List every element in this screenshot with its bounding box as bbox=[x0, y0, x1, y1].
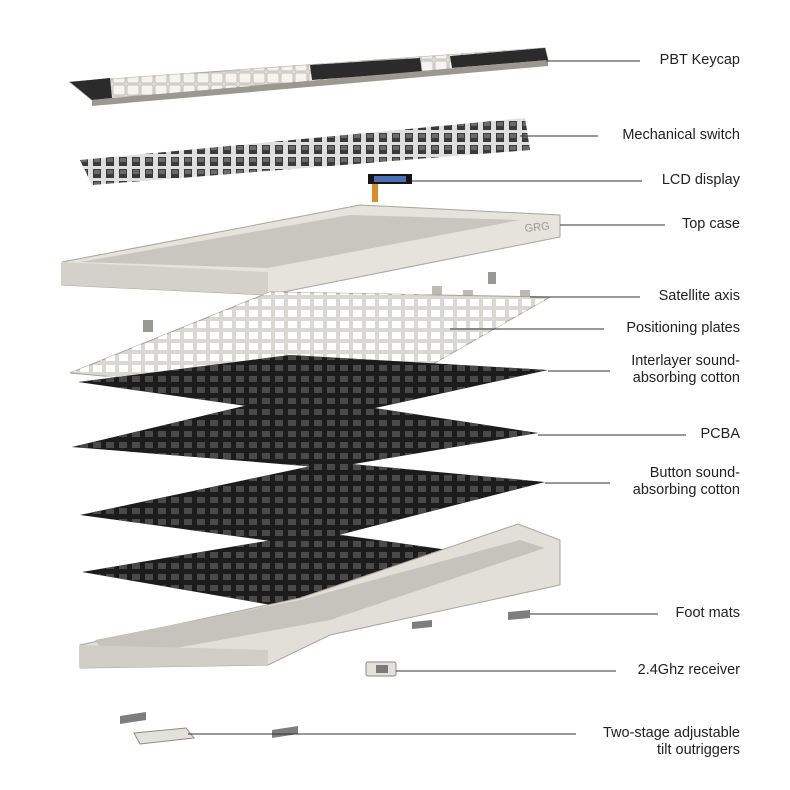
label-mechanical-switch: Mechanical switch bbox=[622, 127, 740, 143]
label-lcd-display: LCD display bbox=[661, 172, 740, 188]
label-positioning-plates: Positioning plates bbox=[626, 320, 740, 336]
label-button-line2: absorbing cotton bbox=[632, 482, 740, 498]
label-button-line1: Button sound- bbox=[649, 465, 740, 481]
label-pbt-keycap: PBT Keycap bbox=[659, 52, 740, 68]
lcd-display bbox=[368, 174, 412, 202]
label-outriggers-line2: tilt outriggers bbox=[656, 742, 740, 758]
label-outriggers: Two-stage adjustable tilt outriggers bbox=[603, 725, 740, 759]
label-pcba: PCBA bbox=[700, 426, 741, 442]
pcba-board bbox=[72, 395, 538, 468]
leader-lines bbox=[188, 60, 686, 735]
label-top-case: Top case bbox=[681, 216, 740, 232]
label-satellite-axis: Satellite axis bbox=[658, 288, 740, 304]
tilt-outriggers bbox=[120, 712, 298, 745]
top-case: GRG bbox=[61, 204, 561, 296]
label-outriggers-line1: Two-stage adjustable bbox=[602, 725, 740, 741]
pbt-keycap-layer bbox=[68, 47, 549, 106]
label-receiver: 2.4Ghz receiver bbox=[637, 662, 740, 678]
case-logo: GRG bbox=[524, 220, 550, 235]
label-button-cotton: Button sound- absorbing cotton bbox=[633, 465, 740, 499]
foot-mats bbox=[412, 610, 530, 629]
bottom-case bbox=[79, 523, 561, 669]
mechanical-switch-layer bbox=[80, 118, 530, 185]
receiver-part bbox=[365, 661, 397, 677]
label-interlayer-line2: absorbing cotton bbox=[632, 370, 740, 386]
label-foot-mats: Foot mats bbox=[675, 605, 740, 621]
label-interlayer-line1: Interlayer sound- bbox=[631, 353, 740, 369]
label-interlayer-cotton: Interlayer sound- absorbing cotton bbox=[631, 353, 740, 387]
